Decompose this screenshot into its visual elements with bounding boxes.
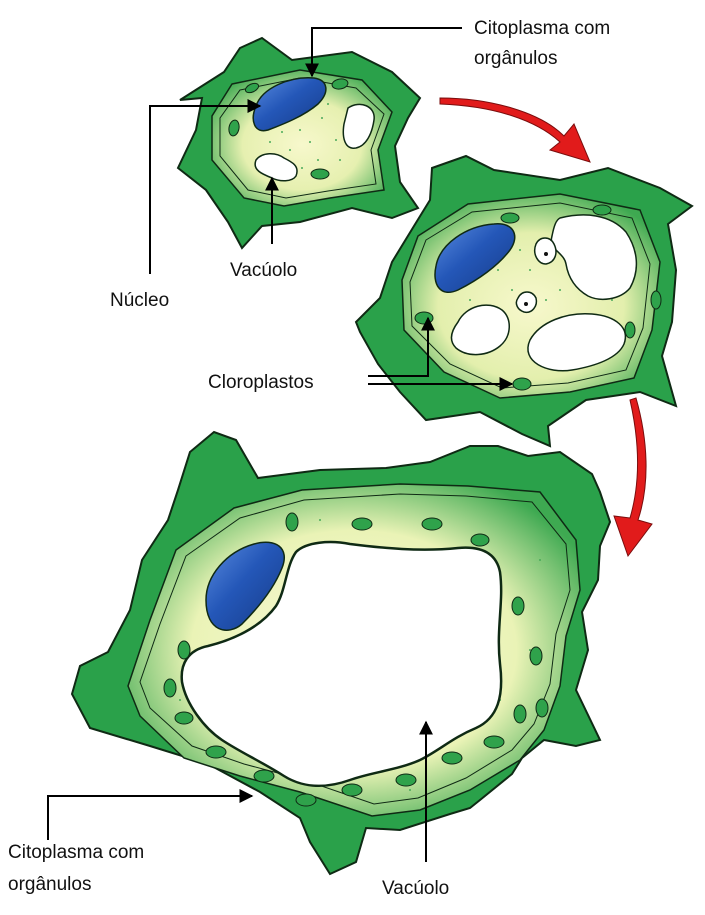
label-top-vacuole: Vacúolo <box>230 260 297 281</box>
growing-cell-vacuole-small-1 <box>535 238 556 264</box>
growing-cell-granule-1 <box>544 252 548 256</box>
growing-cell-granule-2 <box>524 302 528 306</box>
label-chloroplasts: Cloroplastos <box>208 372 314 393</box>
label-top-cytoplasm-line2: orgânulos <box>474 48 557 69</box>
label-top-cytoplasm-line1: Citoplasma com <box>474 18 610 39</box>
leader-bottom-cytoplasm <box>48 796 252 840</box>
growth-arrow-1 <box>440 98 590 162</box>
label-nucleus: Núcleo <box>110 290 169 311</box>
label-bottom-cytoplasm-line2: orgânulos <box>8 874 91 895</box>
growth-arrow-2 <box>614 398 652 556</box>
label-bottom-cytoplasm-line1: Citoplasma com <box>8 842 144 863</box>
young-cell <box>178 38 420 248</box>
label-bottom-vacuole: Vacúolo <box>382 878 449 899</box>
mature-cell <box>72 432 610 874</box>
